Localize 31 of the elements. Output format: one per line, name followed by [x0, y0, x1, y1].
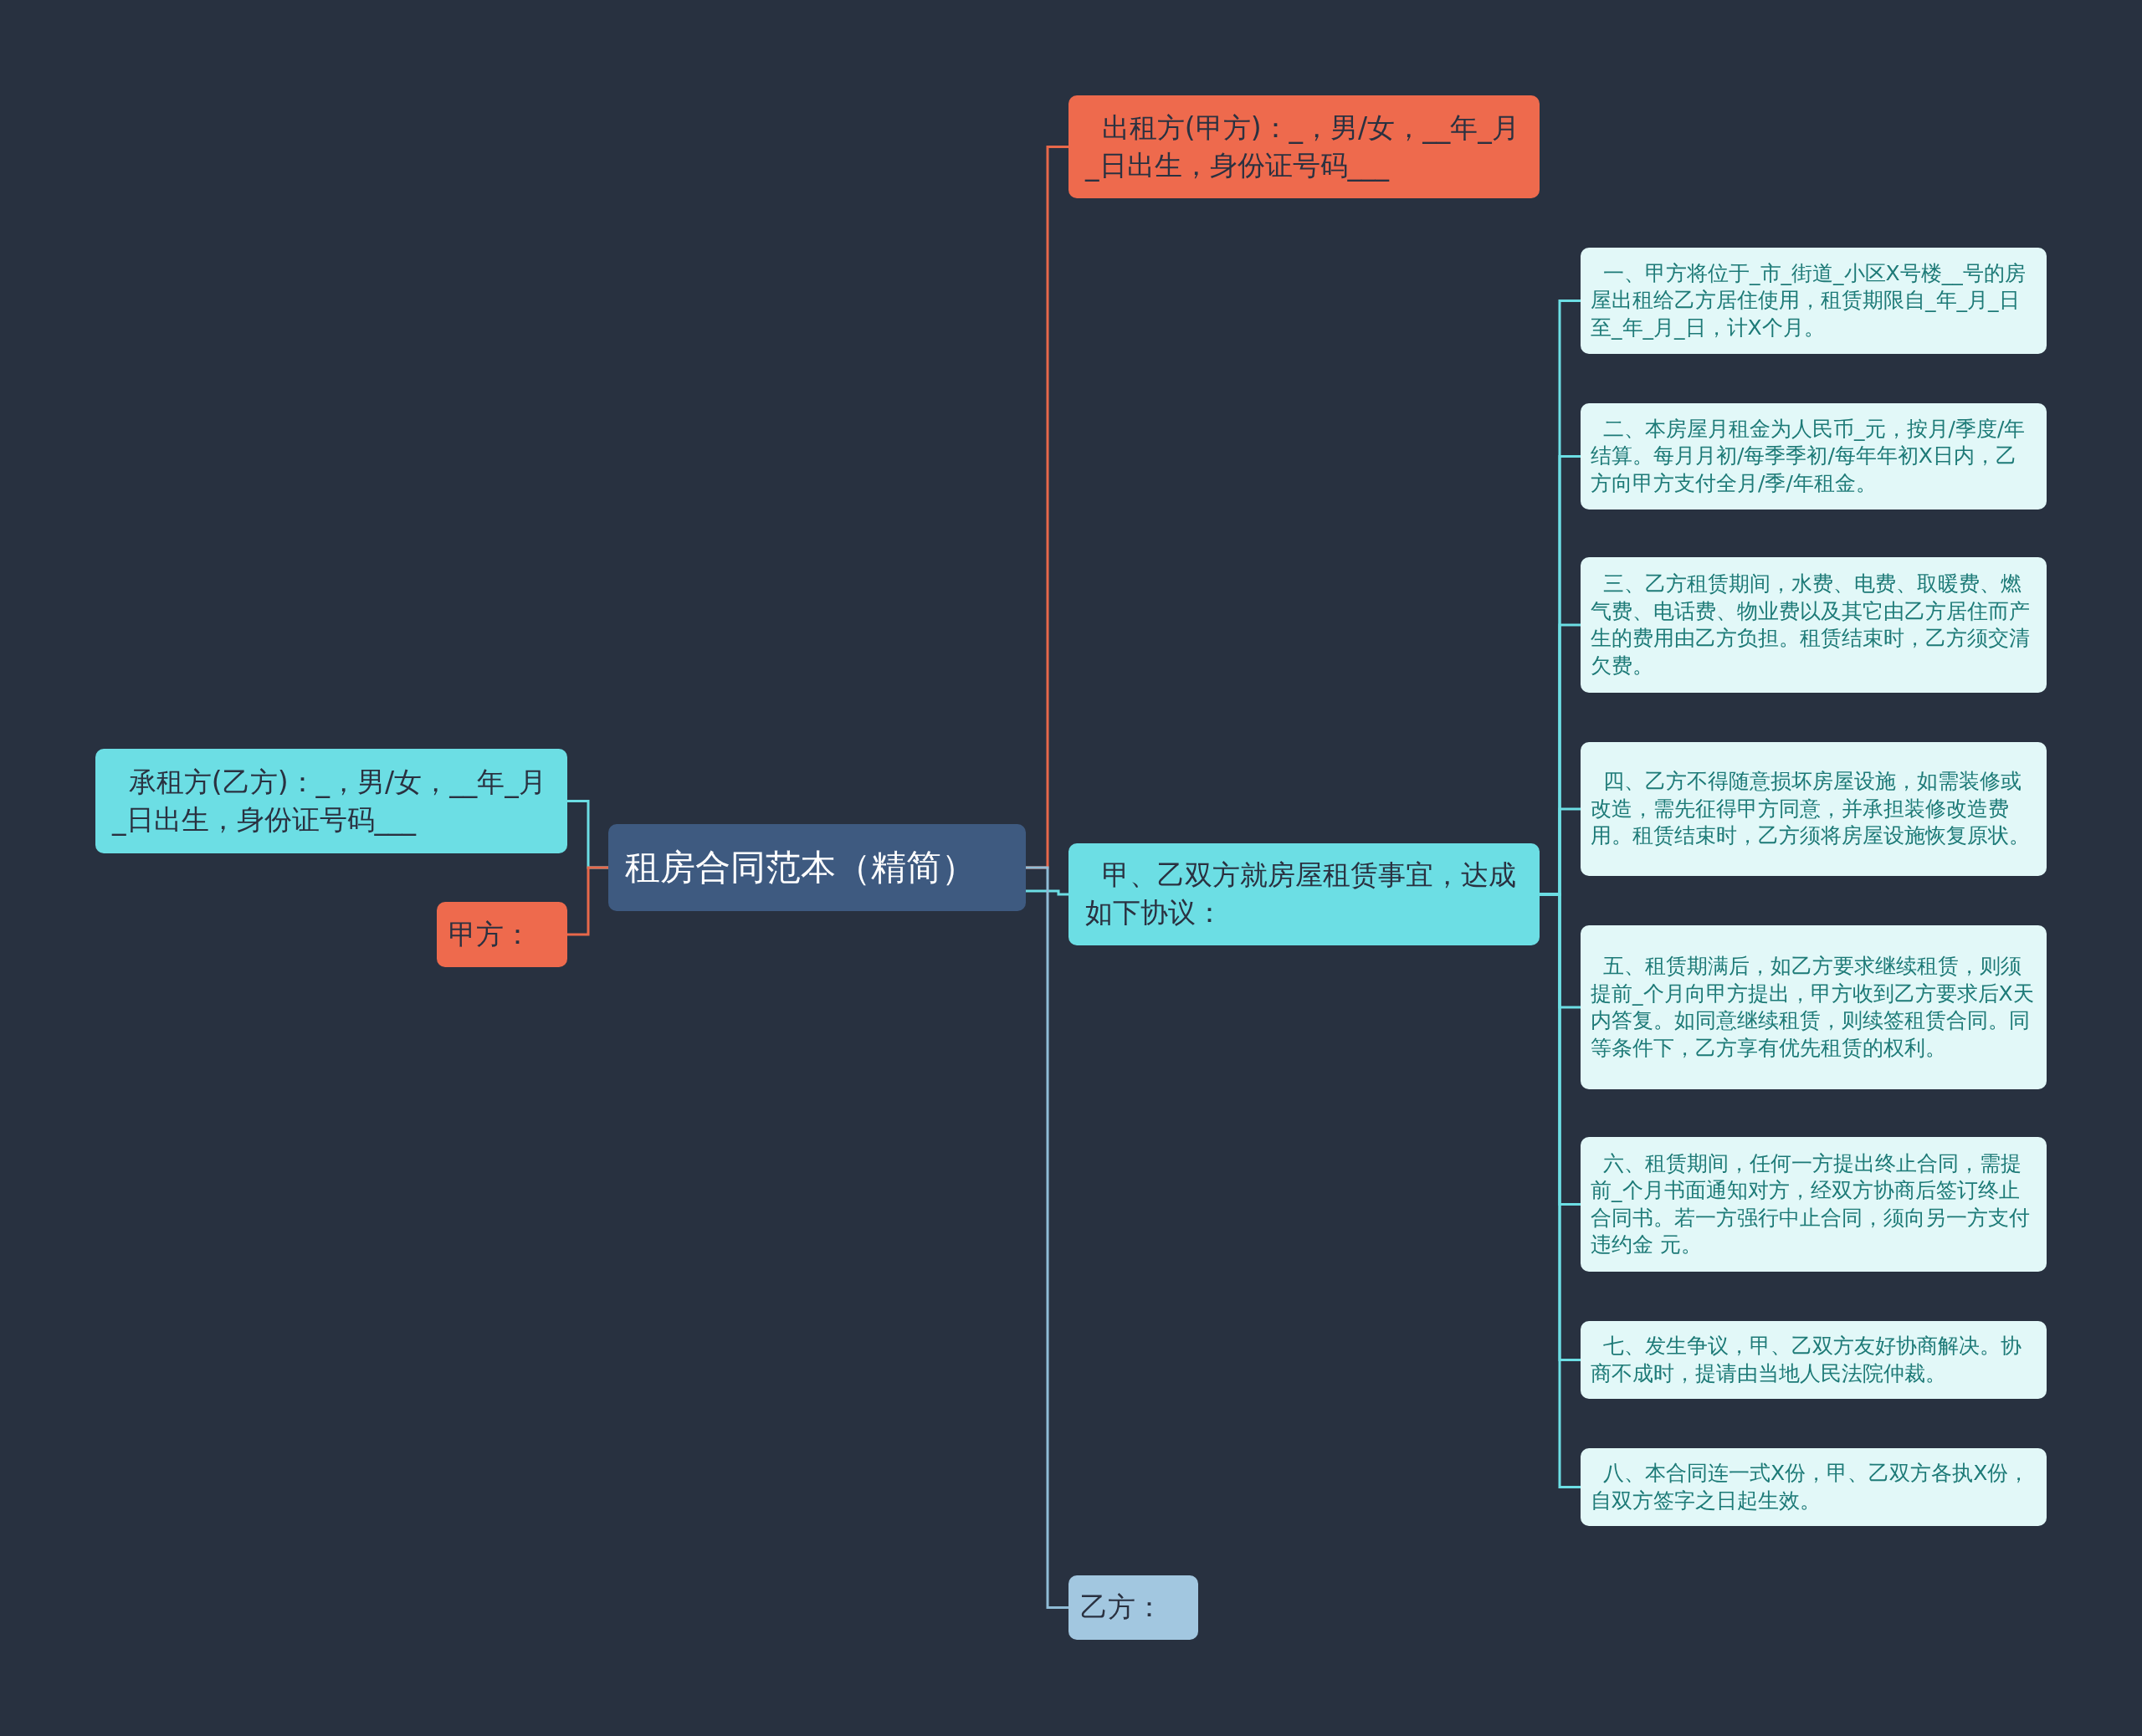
node-text: 承租方(乙方)：_，男/女，__年_月_日出生，身份证号码___ [112, 764, 547, 837]
node-text: 二、本房屋月租金为人民币_元，按月/季度/年结算。每月月初/每季季初/每年年初X日内，乙方向甲方支付全月/季/年租金。 [1591, 415, 2027, 497]
clause-box [1581, 925, 2047, 1089]
clause-box [1581, 248, 2047, 354]
clause-box [1581, 742, 2047, 876]
node-text: 乙方： [1080, 1590, 1163, 1626]
topic-box [1068, 1575, 1198, 1640]
node-text: 一、甲方将位于_市_街道_小区X号楼__号的房屋出租给乙方居住使用，租赁期限自_年_月_日至_年_月_日，计X个月。 [1591, 259, 2027, 341]
topic-box [1068, 843, 1540, 945]
node-text: 三、乙方租赁期间，水费、电费、取暖费、燃气费、电话费、物业费以及其它由乙方居住而产生的费用由乙方负担。租赁结束时，乙方须交清欠费。 [1591, 571, 2031, 679]
central-topic-box [608, 824, 1026, 911]
node-text: 七、发生争议，甲、乙双方友好协商解决。协商不成时，提请由当地人民法院仲裁。 [1591, 1333, 2022, 1387]
topic-box [95, 749, 567, 853]
topic-box [437, 902, 567, 967]
clause-box [1581, 1321, 2047, 1399]
clause-box [1581, 1137, 2047, 1272]
node-text: 五、租赁期满后，如乙方要求继续租赁，则须提前_个月向甲方提出，甲方收到乙方要求后X天内答复。如同意继续租赁，则续签租赁合同。同等条件下，乙方享有优先租赁的权利。 [1591, 953, 2035, 1062]
node-text: 出租方(甲方)：_，男/女，__年_月_日出生，身份证号码___ [1085, 110, 1520, 183]
node-text: 甲方： [448, 916, 531, 952]
topic-box [1068, 95, 1540, 198]
connector-line [1026, 889, 1068, 896]
connector-line [567, 866, 608, 936]
node-text: 六、租赁期间，任何一方提出终止合同，需提前_个月书面通知对方，经双方协商后签订终止合同书。若一方强行中止合同，须向另一方支付违约金 元。 [1591, 1150, 2031, 1258]
node-text: 甲、乙双方就房屋租赁事宜，达成如下协议： [1085, 858, 1517, 930]
node-text: 八、本合同连一式X份，甲、乙双方各执X份，自双方签字之日起生效。 [1591, 1460, 2031, 1514]
node-text: 四、乙方不得随意损坏房屋设施，如需装修或改造，需先征得甲方同意，并承担装修改造费用。租赁结束时，乙方须将房屋设施恢复原状。 [1591, 768, 2031, 850]
clause-box [1581, 557, 2047, 693]
node-text: 租房合同范本（精简） [625, 845, 976, 889]
clause-box [1581, 403, 2047, 510]
clause-box [1581, 1448, 2047, 1526]
connector-line [1026, 866, 1068, 1609]
